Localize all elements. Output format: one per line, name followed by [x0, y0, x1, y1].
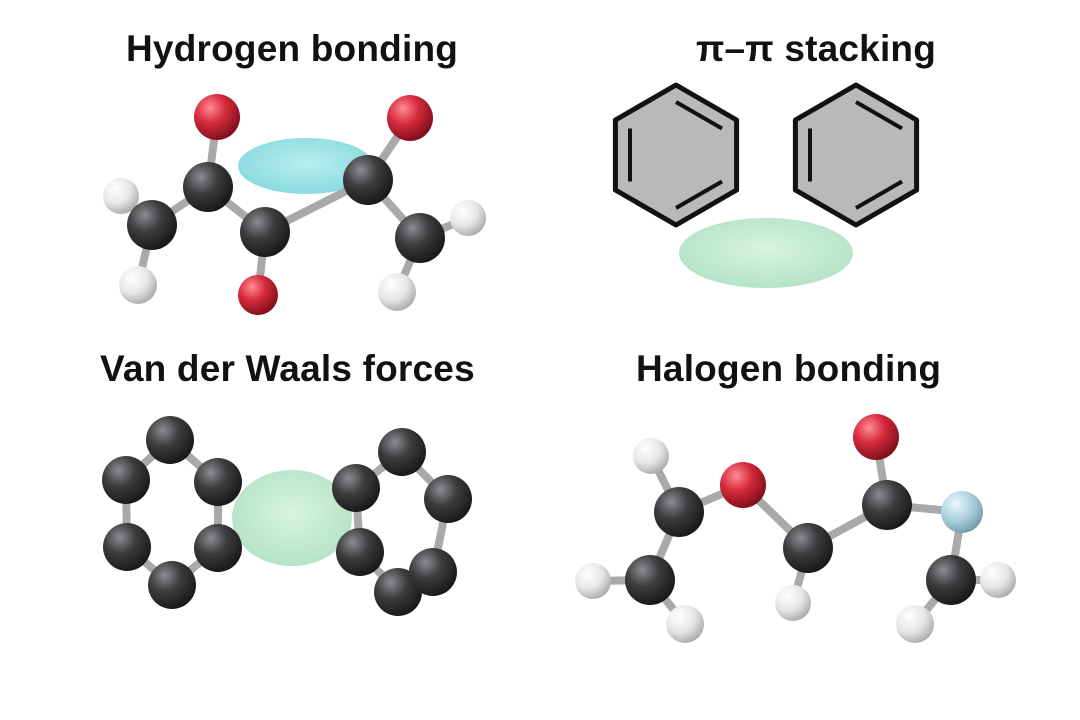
- halogen-atom: [941, 491, 983, 533]
- halogen-bonding-title: Halogen bonding: [636, 348, 942, 389]
- carbon-atom: [343, 155, 393, 205]
- hydrogen-atom: [103, 178, 139, 214]
- hydrogen-atom: [980, 562, 1016, 598]
- carbon-atom: [862, 480, 912, 530]
- carbon-atom: [654, 487, 704, 537]
- carbon-atom: [148, 561, 196, 609]
- benzene-ring-right: [792, 82, 920, 228]
- carbon-atom: [194, 458, 242, 506]
- carbon-atom: [378, 428, 426, 476]
- carbon-atom: [424, 475, 472, 523]
- oxygen-atom: [720, 462, 766, 508]
- carbon-atom: [183, 162, 233, 212]
- hydrogen-bond-interaction-cloud: [238, 138, 374, 194]
- van-der-waals-interaction-cloud: [232, 470, 352, 566]
- carbon-atom: [102, 456, 150, 504]
- oxygen-atom: [853, 414, 899, 460]
- carbon-atom: [194, 524, 242, 572]
- carbon-atom: [395, 213, 445, 263]
- hydrogen-atom: [896, 605, 934, 643]
- hydrogen-bonding-title: Hydrogen bonding: [126, 28, 459, 69]
- carbon-atom: [409, 548, 457, 596]
- pi-stacking-interaction-cloud: [679, 218, 853, 288]
- carbon-atom: [926, 555, 976, 605]
- oxygen-atom: [387, 95, 433, 141]
- carbon-atom: [783, 523, 833, 573]
- carbon-atom: [625, 555, 675, 605]
- halogen-bonding-molecule: [575, 414, 1016, 643]
- hydrogen-atom: [378, 273, 416, 311]
- carbon-atom: [336, 528, 384, 576]
- oxygen-atom: [194, 94, 240, 140]
- hydrogen-atom: [775, 585, 811, 621]
- carbon-atom: [240, 207, 290, 257]
- benzene-ring-left: [612, 82, 740, 228]
- pi-pi-stacking-title: π–π stacking: [696, 28, 937, 69]
- van-der-waals-molecule: [102, 416, 472, 616]
- carbon-atom: [146, 416, 194, 464]
- carbon-atom: [374, 568, 422, 616]
- hydrogen-atom: [575, 563, 611, 599]
- hydrogen-atom: [666, 605, 704, 643]
- carbon-atom: [103, 523, 151, 571]
- carbon-atom: [127, 200, 177, 250]
- hydrogen-atom: [633, 438, 669, 474]
- carbon-atom: [332, 464, 380, 512]
- hydrogen-bonding-molecule: [103, 94, 486, 315]
- hydrogen-atom: [119, 266, 157, 304]
- oxygen-atom: [238, 275, 278, 315]
- van-der-waals-title: Van der Waals forces: [100, 348, 475, 389]
- pi-pi-stacking-molecule: [612, 82, 920, 288]
- hydrogen-atom: [450, 200, 486, 236]
